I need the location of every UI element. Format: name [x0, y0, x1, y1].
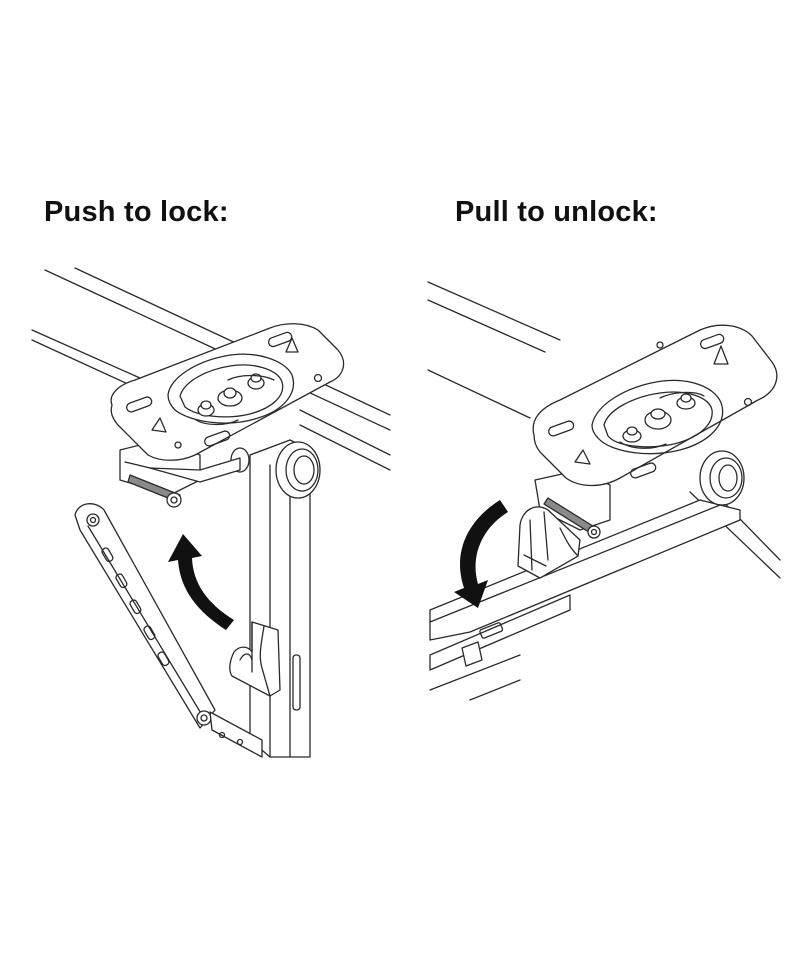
right-frame-rails	[427, 281, 781, 701]
right-swivel-nut-left	[622, 426, 642, 443]
right-swivel-nut-right	[676, 393, 696, 410]
left-locking-clip	[229, 621, 281, 697]
left-push-arrow	[168, 534, 234, 630]
left-swivel-nut-left	[197, 400, 215, 417]
right-swivel-nut-center	[644, 408, 672, 430]
left-panel-illustration	[31, 267, 391, 758]
right-adjustment-knob	[699, 450, 745, 506]
left-swivel-nut-center	[217, 387, 243, 407]
right-pull-arrow	[454, 500, 508, 608]
left-lever-arm	[74, 503, 263, 758]
left-seat-plate	[110, 323, 345, 461]
push-to-lock-title: Push to lock:	[44, 196, 229, 228]
pull-to-unlock-title: Pull to unlock:	[455, 196, 658, 228]
right-seat-plate	[532, 324, 778, 487]
right-locking-clip	[517, 506, 581, 579]
left-adjustment-knob	[230, 441, 321, 499]
right-panel-illustration	[427, 281, 781, 701]
